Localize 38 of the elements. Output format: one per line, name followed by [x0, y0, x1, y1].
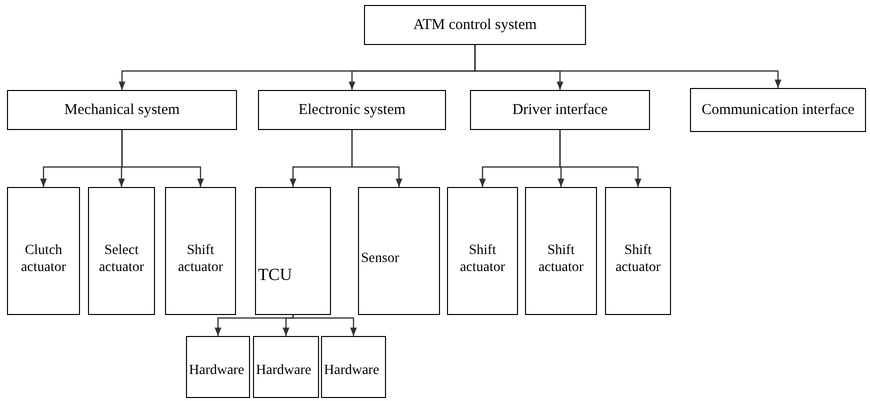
- process-box: [358, 187, 440, 315]
- process-box: [7, 90, 237, 130]
- arrow: [559, 130, 642, 187]
- process-box: [447, 187, 518, 315]
- box-label: Hardware: [255, 362, 312, 380]
- arrow: [121, 130, 204, 187]
- box-label: Sensor: [360, 250, 400, 268]
- box-label: Shift actuator: [176, 242, 224, 276]
- box-label: Mechanical system: [63, 100, 181, 120]
- arrow: [292, 315, 357, 336]
- box-label: Hardware: [323, 362, 380, 380]
- box-label: Communication interface: [700, 100, 856, 120]
- process-box: [165, 187, 236, 315]
- process-box: [525, 187, 597, 315]
- box-label: Driver interface: [511, 100, 609, 120]
- box-label: Hardware: [188, 362, 246, 380]
- arrow: [474, 45, 782, 88]
- box-label: Shift actuator: [537, 242, 585, 276]
- process-box: [253, 336, 319, 398]
- process-box: [258, 90, 446, 130]
- process-box: [7, 187, 80, 315]
- process-box: [470, 90, 650, 130]
- process-box: [364, 5, 586, 45]
- box-label: Shift actuator: [458, 242, 506, 276]
- box-label: TCU: [257, 264, 293, 286]
- box-label: Shift actuator: [614, 242, 662, 276]
- box-label: Clutch actuator: [20, 242, 68, 276]
- arrow: [282, 315, 294, 336]
- box-label: Select actuator: [98, 242, 146, 276]
- process-box: [605, 187, 671, 315]
- process-box: [186, 336, 250, 398]
- process-box: [321, 336, 386, 398]
- box-label: ATM control system: [412, 16, 538, 34]
- arrow: [351, 130, 402, 187]
- process-box: [255, 187, 331, 315]
- box-label: Electronic system: [297, 100, 407, 120]
- process-box: [88, 187, 155, 315]
- process-box: [690, 88, 866, 132]
